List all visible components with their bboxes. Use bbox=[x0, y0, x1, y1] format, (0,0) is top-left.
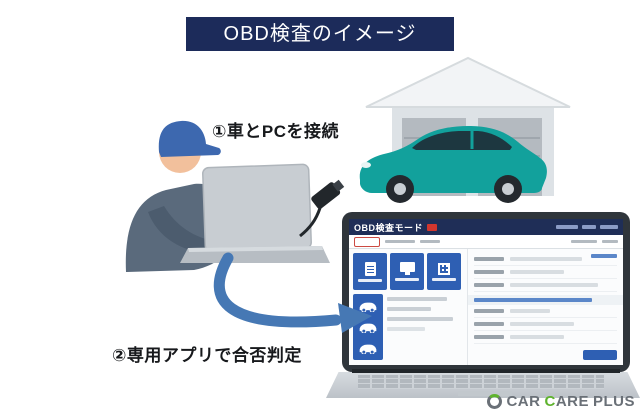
text-skeleton bbox=[387, 327, 425, 331]
logo-word: CARE bbox=[544, 393, 589, 410]
car-icon bbox=[359, 323, 377, 333]
tile-label-skeleton bbox=[432, 277, 456, 281]
garage-roof bbox=[365, 56, 571, 108]
obd-connector-illustration bbox=[299, 179, 345, 238]
app-menubar bbox=[349, 235, 623, 249]
step2-label: ②専用アプリで合否判定 bbox=[112, 346, 302, 365]
app-header-menu-skeleton bbox=[556, 225, 578, 229]
carcareplus-logo: CAR CARE PLUS bbox=[487, 393, 635, 410]
obd-app-screen: OBD検査モード bbox=[349, 219, 623, 365]
app-menubar-skeleton bbox=[571, 240, 597, 243]
app-header-menu-skeleton bbox=[600, 225, 618, 229]
app-left-skeleton bbox=[387, 294, 464, 360]
step1-label: ①車とPCを接続 bbox=[212, 122, 340, 141]
app-menubar-skeleton bbox=[385, 240, 415, 243]
app-tile-document bbox=[353, 253, 387, 290]
laptop-illustration bbox=[180, 163, 330, 263]
logo-mark-icon bbox=[487, 394, 503, 409]
logo-word: CAR bbox=[506, 393, 541, 410]
app-menubar-skeleton bbox=[420, 240, 440, 243]
text-skeleton bbox=[387, 297, 447, 301]
monitor-icon bbox=[399, 262, 415, 275]
car-icon bbox=[359, 344, 377, 354]
field-label-skeleton bbox=[474, 270, 504, 274]
qr-icon bbox=[438, 262, 450, 275]
car-windows bbox=[412, 131, 512, 150]
field-value-skeleton bbox=[510, 257, 582, 261]
app-red-button bbox=[354, 236, 380, 247]
app-blue-button bbox=[583, 350, 617, 360]
logo-word: PLUS bbox=[592, 393, 635, 410]
arrow-shaft bbox=[213, 252, 342, 328]
field-label-skeleton bbox=[474, 257, 504, 261]
app-right-panel bbox=[467, 249, 623, 365]
form-row bbox=[474, 266, 617, 279]
form-row bbox=[474, 305, 617, 318]
field-value-skeleton bbox=[510, 309, 550, 313]
car-hub-rear bbox=[502, 183, 514, 195]
field-value-skeleton bbox=[510, 335, 564, 339]
laptop2-trackpad bbox=[458, 391, 512, 396]
app-tile-qr bbox=[427, 253, 461, 290]
message-skeleton bbox=[474, 298, 592, 302]
car-hub-front bbox=[394, 183, 406, 195]
app-header-menu-skeleton bbox=[582, 225, 596, 229]
title-banner: OBD検査のイメージ bbox=[186, 17, 454, 51]
app-body bbox=[349, 249, 623, 365]
app-tile-monitor bbox=[390, 253, 424, 290]
text-skeleton bbox=[387, 317, 453, 321]
app-left-lower bbox=[353, 294, 464, 360]
form-row bbox=[474, 318, 617, 331]
form-row bbox=[474, 279, 617, 292]
document-icon bbox=[364, 261, 376, 276]
field-label-skeleton bbox=[474, 335, 504, 339]
laptop2-keyboard bbox=[358, 375, 604, 389]
link-skeleton bbox=[591, 254, 617, 258]
app-message-band bbox=[468, 295, 623, 305]
tile-label-skeleton bbox=[358, 278, 382, 282]
car-headlight bbox=[361, 162, 371, 168]
app-title: OBD検査モード bbox=[354, 222, 423, 233]
app-header-badge bbox=[427, 223, 437, 231]
car-illustration bbox=[359, 126, 547, 203]
obd-dongle-tip bbox=[332, 179, 345, 192]
obd-cable bbox=[299, 207, 322, 238]
mechanic-arm bbox=[148, 206, 218, 254]
app-blue-sidebar bbox=[353, 294, 383, 360]
form-row bbox=[474, 331, 617, 344]
laptop2-hinge bbox=[352, 369, 620, 373]
field-label-skeleton bbox=[474, 322, 504, 326]
field-value-skeleton bbox=[510, 283, 598, 287]
app-tile-row bbox=[353, 253, 464, 290]
text-skeleton bbox=[387, 307, 431, 311]
arrow-head bbox=[338, 303, 372, 333]
field-label-skeleton bbox=[474, 309, 504, 313]
app-header-bar: OBD検査モード bbox=[349, 219, 623, 235]
field-value-skeleton bbox=[510, 322, 574, 326]
app-menubar-skeleton bbox=[602, 240, 618, 243]
laptop-base-top bbox=[188, 246, 323, 252]
arrow-curved bbox=[213, 252, 372, 333]
app-left-panel bbox=[349, 249, 467, 365]
tile-label-skeleton bbox=[395, 278, 419, 281]
mechanic-cap bbox=[158, 120, 221, 157]
form-row bbox=[474, 253, 617, 266]
car-icon bbox=[359, 302, 377, 312]
obd-dongle bbox=[311, 182, 341, 209]
field-label-skeleton bbox=[474, 283, 504, 287]
field-value-skeleton bbox=[510, 270, 564, 274]
